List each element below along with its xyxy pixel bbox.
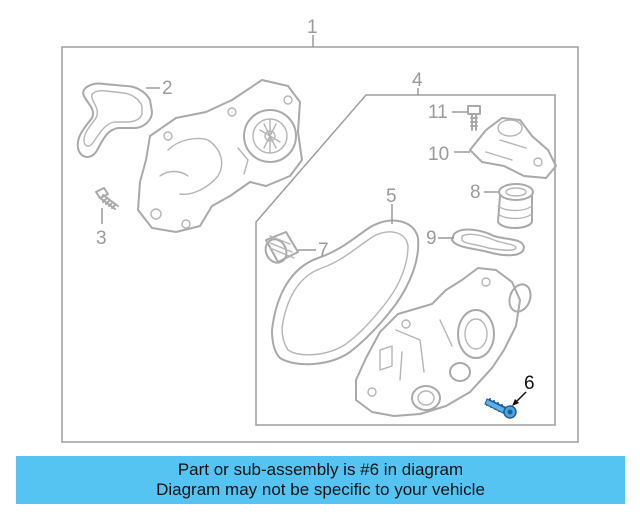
thermostat-housing [355, 267, 532, 417]
assembly-4-frame [255, 94, 556, 426]
info-banner: Part or sub-assembly is #6 in diagram Di… [16, 456, 625, 504]
callout-1[interactable]: 1 [307, 17, 318, 38]
housing-cover-part-10[interactable] [469, 117, 557, 179]
callout-6[interactable]: 6 [524, 373, 535, 394]
callout-5[interactable]: 5 [386, 186, 397, 207]
gasket-part-9[interactable] [451, 228, 525, 257]
bolt-part-3[interactable] [95, 187, 119, 210]
callout-9[interactable]: 9 [426, 228, 437, 249]
bolt-part-6[interactable] [484, 398, 517, 419]
callout-3[interactable]: 3 [96, 228, 107, 249]
parts-diagram: 1 4 2 3 5 [61, 17, 579, 443]
seal-part-8[interactable] [497, 183, 534, 229]
gasket-part-5[interactable] [271, 219, 420, 366]
callout-10[interactable]: 10 [428, 144, 449, 165]
callout-2[interactable]: 2 [162, 78, 173, 99]
callout-11[interactable]: 11 [428, 102, 448, 123]
callout-7[interactable]: 7 [318, 240, 329, 261]
callout-8[interactable]: 8 [470, 182, 481, 203]
bolt-part-11[interactable] [467, 105, 481, 131]
plug-part-7[interactable] [262, 231, 299, 266]
gasket-part-2[interactable] [76, 82, 153, 158]
banner-line-2: Diagram may not be specific to your vehi… [156, 480, 485, 499]
water-pump-housing [137, 79, 303, 233]
callout-4[interactable]: 4 [412, 70, 423, 91]
banner-line-1: Part or sub-assembly is #6 in diagram [177, 460, 464, 479]
assembly-1-frame [61, 46, 579, 443]
